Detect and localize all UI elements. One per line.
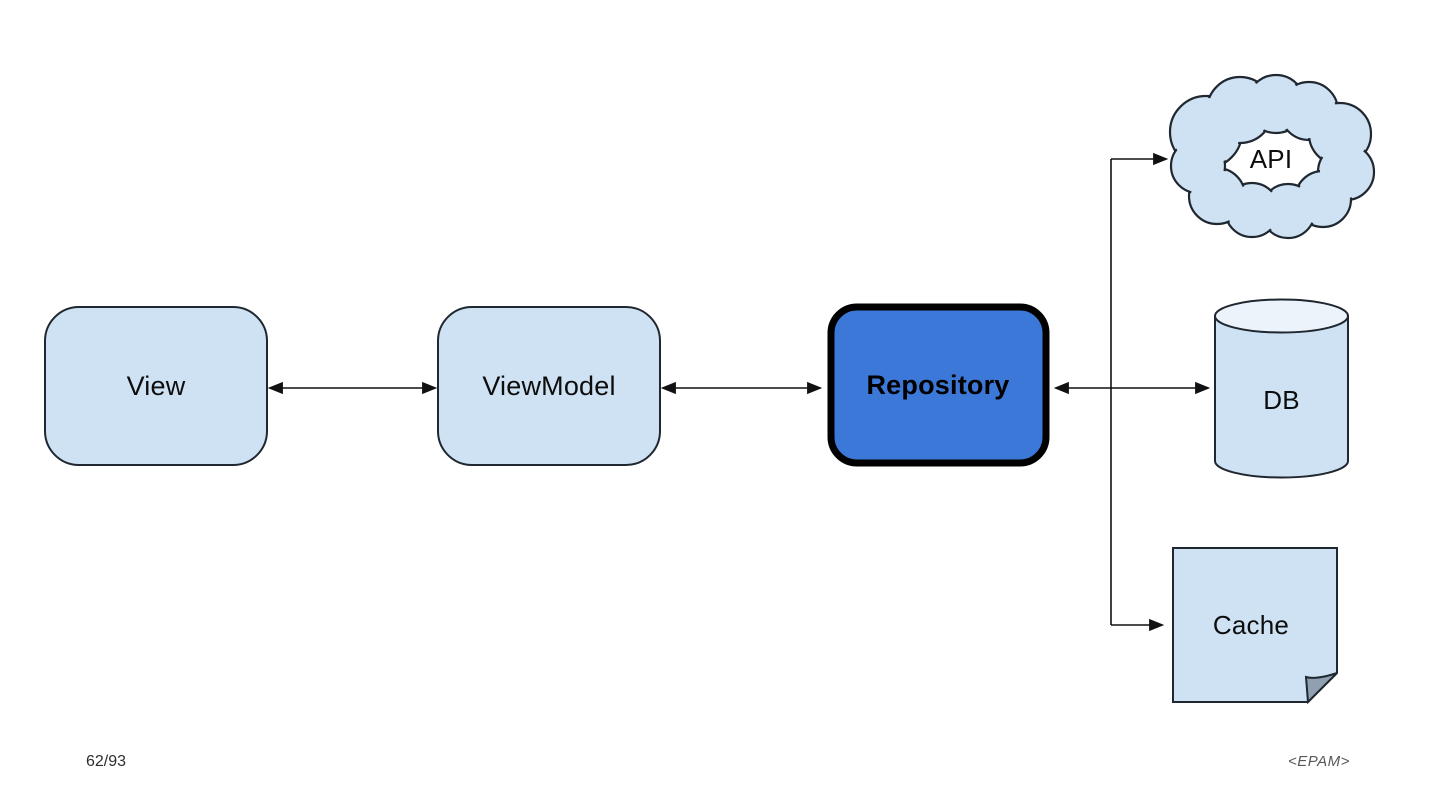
node-cache-note <box>1172 547 1338 705</box>
node-db-cylinder <box>1214 298 1349 479</box>
node-viewmodel <box>437 306 661 466</box>
page-indicator: 62/93 <box>86 753 127 770</box>
node-view <box>44 306 268 466</box>
note-fold-corner <box>1304 672 1338 705</box>
node-repository <box>827 303 1050 467</box>
epam-watermark: <EPAM> <box>1288 753 1350 770</box>
node-api-cloud <box>1168 73 1376 240</box>
